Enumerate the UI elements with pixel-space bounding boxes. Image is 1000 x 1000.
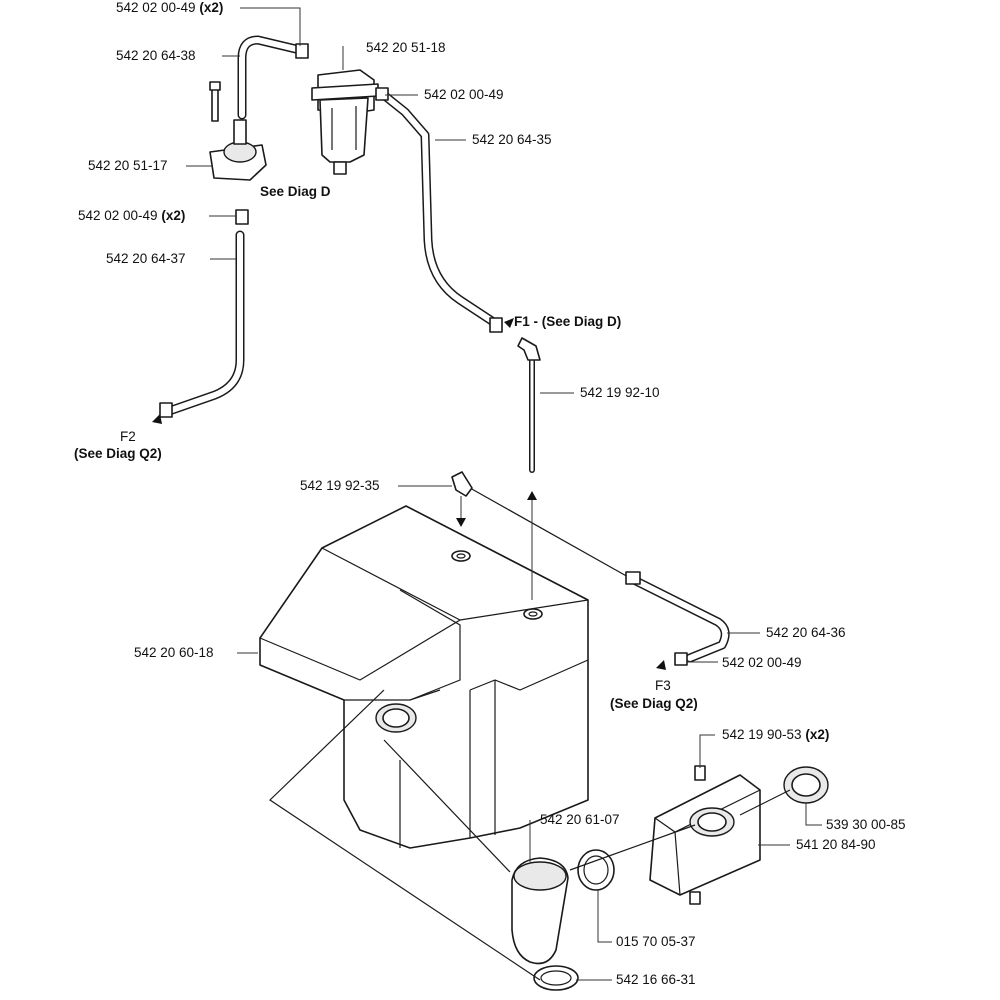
fuel-tank bbox=[259, 505, 589, 849]
label-clamp-filter-out: 542 02 00-49 bbox=[424, 87, 504, 102]
label-filter: 542 20 51-18 bbox=[366, 40, 446, 55]
bottom-clamp bbox=[533, 965, 579, 991]
label-f3-ref: (See Diag Q2) bbox=[610, 696, 698, 711]
shutoff-valve bbox=[209, 81, 267, 181]
label-clamp-valve: 542 02 00-49 (x2) bbox=[78, 208, 185, 223]
label-hose-top: 542 20 64-38 bbox=[116, 48, 196, 63]
label-filler-neck-hose: 542 20 61-07 bbox=[540, 812, 620, 827]
label-f2: F2 bbox=[120, 429, 136, 444]
label-cap-gasket: 539 30 00-85 bbox=[826, 817, 906, 832]
fuel-filter bbox=[311, 69, 379, 175]
label-hose-right: 542 20 64-36 bbox=[766, 625, 846, 640]
f1-elbow bbox=[517, 337, 541, 361]
label-screw: 542 19 90-53 (x2) bbox=[722, 727, 829, 742]
neck-clamp bbox=[577, 849, 615, 891]
label-tank: 542 20 60-18 bbox=[134, 645, 214, 660]
label-f3: F3 bbox=[655, 678, 671, 693]
label-neck-bracket: 541 20 84-90 bbox=[796, 837, 876, 852]
label-valve: 542 20 51-17 bbox=[88, 158, 168, 173]
clamp-fittings bbox=[159, 43, 688, 666]
hose-long bbox=[380, 91, 503, 330]
callout-labels: 542 02 00-49 (x2) 542 20 64-38 542 20 51… bbox=[74, 0, 906, 987]
filler-neck-hose bbox=[511, 857, 569, 965]
label-hose-long: 542 20 64-35 bbox=[472, 132, 552, 147]
assembly-guide-lines bbox=[269, 689, 791, 981]
label-hose-left: 542 20 64-37 bbox=[106, 251, 186, 266]
label-clamp-bottom: 542 16 66-31 bbox=[616, 972, 696, 987]
label-f1: F1 - (See Diag D) bbox=[514, 314, 621, 329]
hose-right bbox=[469, 487, 730, 663]
label-clamp-right: 542 02 00-49 bbox=[722, 655, 802, 670]
label-clamp-neck: 015 70 05-37 bbox=[616, 934, 696, 949]
label-pickup-tube: 542 19 92-10 bbox=[580, 385, 660, 400]
label-see-diag-d: See Diag D bbox=[260, 184, 331, 199]
label-clamp-top: 542 02 00-49 (x2) bbox=[116, 0, 223, 15]
label-elbow: 542 19 92-35 bbox=[300, 478, 380, 493]
hose-left bbox=[167, 230, 245, 415]
label-f2-ref: (See Diag Q2) bbox=[74, 446, 162, 461]
hose-top bbox=[237, 35, 305, 120]
elbow-fitting bbox=[451, 471, 473, 497]
leader-lines bbox=[186, 7, 822, 981]
arrow-head-icon bbox=[152, 318, 666, 670]
cap-gasket bbox=[783, 766, 829, 804]
neck-bracket bbox=[649, 765, 761, 905]
